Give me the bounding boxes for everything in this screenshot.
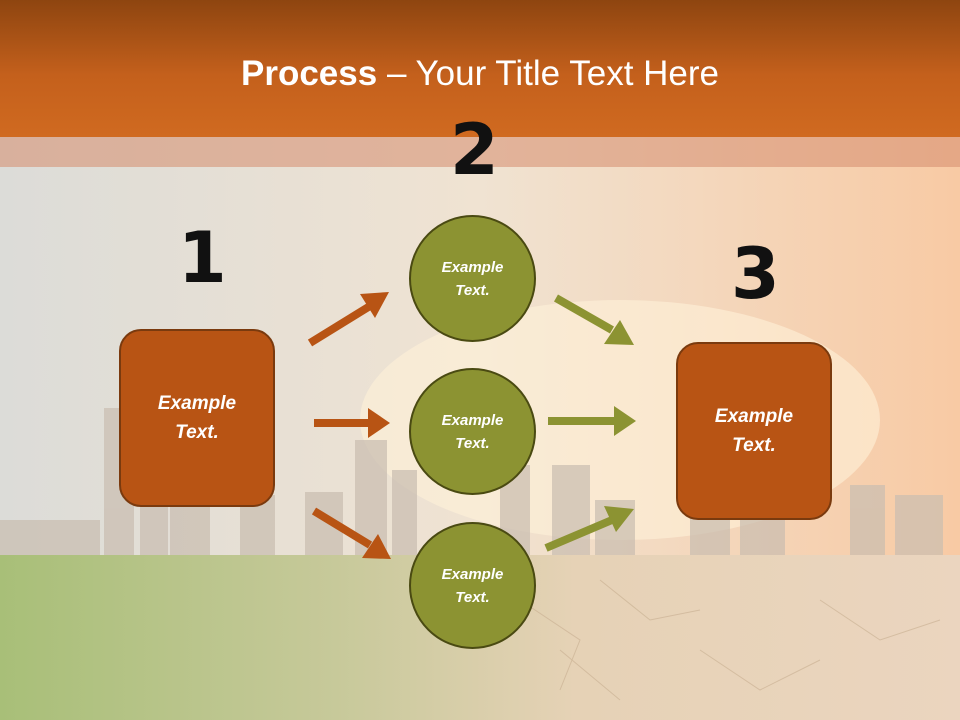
slide-title: Process – Your Title Text Here (0, 52, 960, 96)
circle-bottom-line2: Text. (455, 588, 490, 606)
left-box-line1: Example (157, 393, 237, 414)
circle-middle-line1: Example (441, 411, 504, 429)
step-number-1: 1 (178, 217, 227, 299)
title-bar (0, 0, 960, 137)
arrow-left-top (307, 292, 389, 347)
step-number-2: 2 (450, 109, 499, 191)
circle-top-line2: Text. (455, 281, 490, 299)
circle-middle: Example Text. (409, 368, 536, 495)
title-bar-band (0, 137, 960, 167)
right-box-line1: Example (714, 406, 794, 427)
circle-top: Example Text. (409, 215, 536, 342)
circle-top-line1: Example (441, 258, 504, 276)
right-box-line2: Text. (732, 435, 776, 456)
arrow-right-middle (548, 406, 636, 436)
arrow-right-bottom (544, 506, 634, 552)
title-bold: Process (241, 54, 378, 93)
arrow-left-bottom (311, 507, 391, 559)
circle-bottom-line1: Example (441, 565, 504, 583)
left-box-line2: Text. (175, 422, 219, 443)
arrow-left-middle (314, 408, 390, 438)
right-step-box: Example Text. (676, 342, 832, 520)
step-number-3: 3 (731, 233, 780, 315)
left-step-box: Example Text. (119, 329, 275, 507)
circle-bottom: Example Text. (409, 522, 536, 649)
arrow-right-top (554, 294, 634, 345)
title-rest: – Your Title Text Here (377, 54, 719, 93)
circle-middle-line2: Text. (455, 434, 490, 452)
